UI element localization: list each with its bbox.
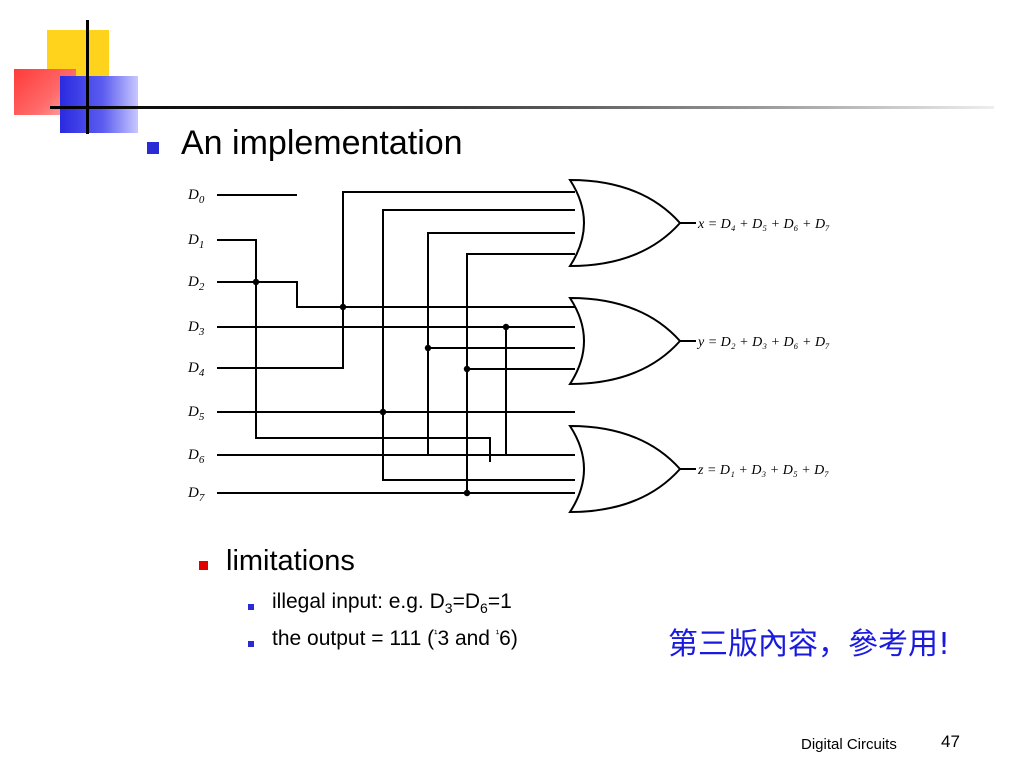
junction-dot [339, 303, 347, 311]
decor-vertical-line [86, 20, 89, 134]
input-label-d0: D0 [187, 187, 205, 206]
limitations-bullet-icon [199, 561, 208, 570]
wire [382, 209, 575, 412]
edition-note: 第三版內容，參考用! [668, 627, 951, 662]
limitations-heading: limitations [226, 545, 355, 577]
junction-dot [424, 344, 432, 352]
output-label-z: z = D₁ + D₃ + D₅ + D₇ [697, 463, 829, 478]
or-gate-x [568, 178, 682, 268]
sub-bullet-icon [248, 641, 254, 647]
sub-bullet-icon [248, 604, 254, 610]
or-gate-y [568, 296, 682, 386]
input-label-d1: D1 [187, 232, 204, 251]
input-label-d4: D4 [187, 360, 205, 379]
wire [505, 327, 575, 456]
input-label-d5: D5 [187, 404, 205, 423]
or-gate-z [568, 424, 682, 514]
input-label-d6: D6 [187, 447, 205, 466]
input-label-d3: D3 [187, 319, 205, 338]
decor-horizontal-line [50, 106, 994, 109]
input-label-d7: D7 [187, 485, 205, 504]
decor-blue-square [60, 76, 138, 133]
output-label-y: y = D₂ + D₃ + D₆ + D₇ [696, 335, 830, 350]
junction-dot [463, 489, 471, 497]
junction-dots [252, 278, 510, 497]
title-bullet-icon [147, 142, 159, 154]
or-gates [568, 178, 682, 514]
footer-label: Digital Circuits [801, 736, 897, 753]
wire [217, 281, 575, 308]
limitation-item-output: the output = 111 (¹3 and ¹6) [272, 627, 518, 650]
wire [382, 412, 575, 481]
wire [217, 191, 575, 369]
page-number: 47 [941, 732, 960, 751]
input-label-d2: D2 [187, 274, 205, 293]
output-label-x: x = D₄ + D₅ + D₆ + D₇ [697, 217, 830, 232]
junction-dot [379, 408, 387, 416]
junction-dot [463, 365, 471, 373]
wire [217, 239, 491, 462]
limitation-item-illegal-input: illegal input: e.g. D3=D6=1 [272, 590, 512, 617]
circuit-wires [217, 191, 696, 494]
wire [427, 232, 575, 348]
slide-title: An implementation [181, 124, 463, 162]
junction-dot [502, 323, 510, 331]
junction-dot [252, 278, 260, 286]
wire [466, 253, 575, 493]
